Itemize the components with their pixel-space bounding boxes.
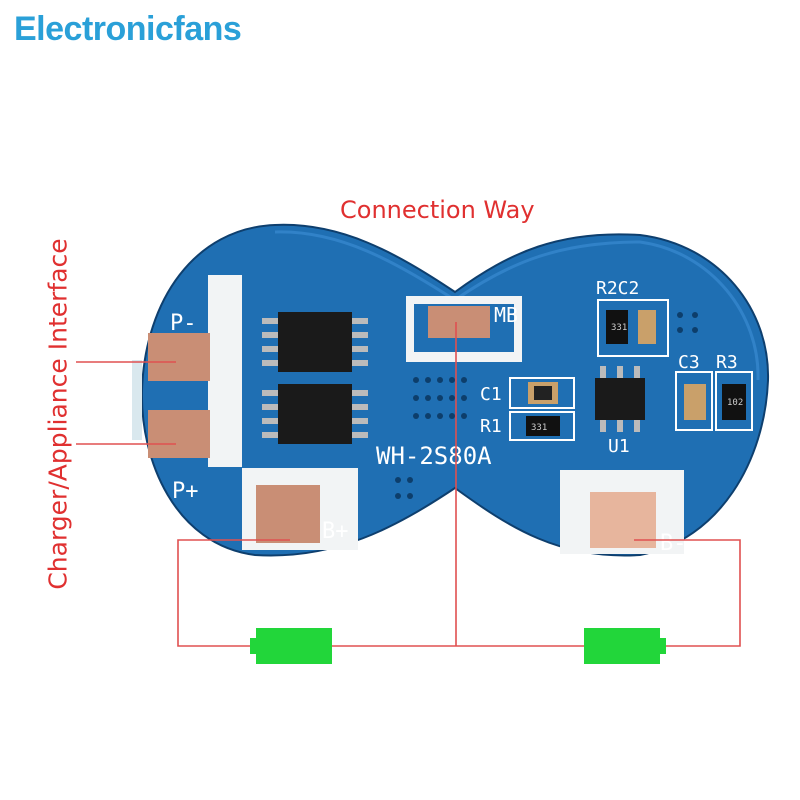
mosfet-chip-1 [262,312,368,372]
p-pad-silkscreen [208,275,242,467]
label-c1: C1 [480,384,502,405]
chip-text-r3: 102 [727,398,743,408]
outline-r3 [715,371,753,431]
chip-text-r2: 331 [611,323,627,333]
label-c3: C3 [678,352,700,373]
battery-1 [250,628,332,664]
label-model: WH-2S80A [376,442,492,470]
label-b-plus: B+ [322,519,349,544]
battery-2 [584,628,666,664]
brand-logo-text: Electronicfans [14,10,242,48]
label-u1: U1 [608,436,630,457]
label-b-minus: B- [660,531,687,556]
diagram-title: Connection Way [340,196,535,224]
ic-u1 [595,366,645,432]
label-p-plus: P+ [172,479,199,504]
pad-p-minus [148,333,210,381]
pad-b-minus [590,492,656,548]
label-r2c2: R2C2 [596,278,639,299]
pad-p-plus [148,410,210,458]
pad-b-plus [256,485,320,543]
pad-mb [428,306,490,338]
label-r3: R3 [716,352,738,373]
label-r1: R1 [480,416,502,437]
label-p-minus: P- [170,311,197,336]
chip-text-r1: 331 [531,423,547,433]
outline-r1 [509,411,575,441]
outline-r2c2 [597,299,669,357]
wire-b-plus [177,539,290,647]
mosfet-chip-2 [262,384,368,444]
label-mb: MB [494,303,518,327]
wire-b-minus [634,539,741,647]
outline-c1 [509,377,575,409]
outline-c3 [675,371,713,431]
